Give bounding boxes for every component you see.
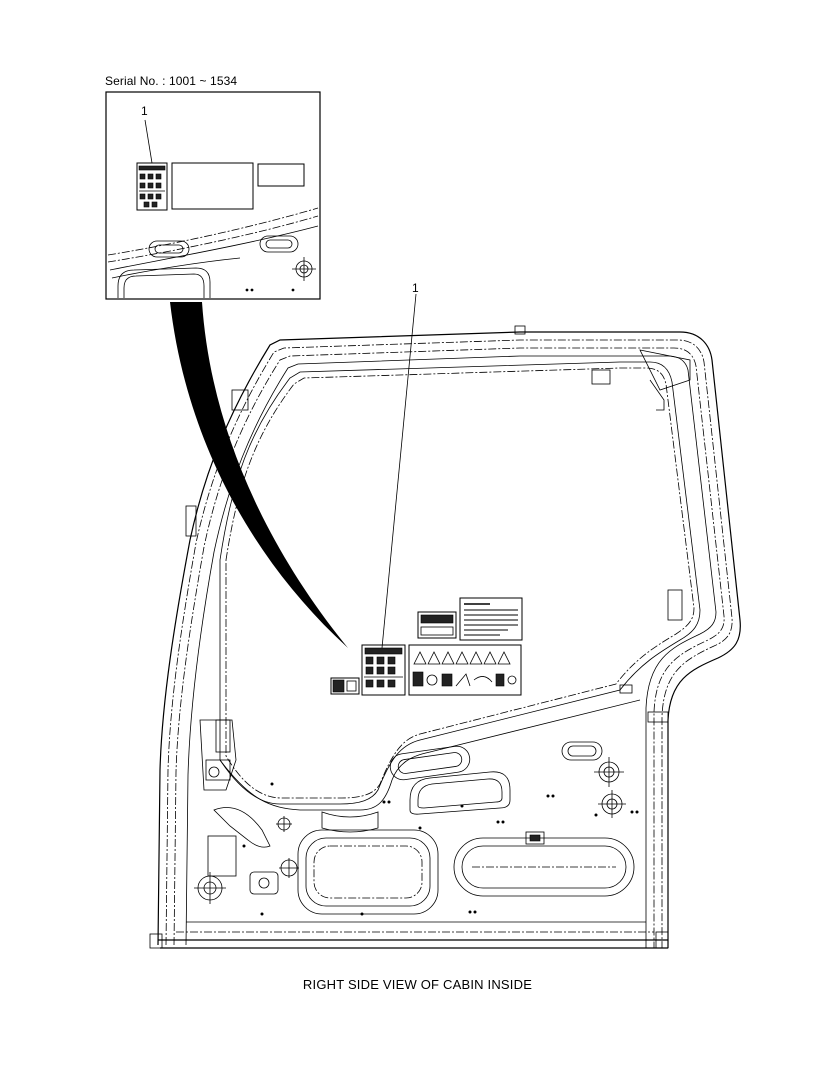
detail-pointer-wedge <box>170 302 348 648</box>
inset-label-sticker <box>136 162 168 211</box>
main-leader-line <box>381 293 417 649</box>
view-caption: RIGHT SIDE VIEW OF CABIN INSIDE <box>302 977 533 992</box>
inset-detail-view <box>105 91 321 300</box>
label-item-1 <box>361 644 406 696</box>
inset-leader-line <box>144 119 153 164</box>
rivet-dots <box>242 782 639 916</box>
inset-frame <box>105 91 321 300</box>
label-text-notice <box>459 597 523 641</box>
serial-number-label: Serial No. : 1001 ~ 1534 <box>105 74 238 88</box>
cabin-main-view <box>149 293 741 949</box>
left-fixture <box>194 719 279 904</box>
warning-label-group <box>330 597 523 696</box>
panel-slots <box>297 741 635 915</box>
lower-panel <box>149 921 669 949</box>
mount-symbols <box>208 757 626 878</box>
inset-mount-symbol <box>292 257 316 281</box>
label-warning-pictograms <box>408 644 522 696</box>
inset-label-small <box>257 163 305 187</box>
inset-callout-number: 1 <box>141 104 148 118</box>
inset-label-large <box>171 162 254 210</box>
window-opening <box>219 361 701 805</box>
main-callout-number: 1 <box>412 281 419 295</box>
cabin-frame-outline <box>157 331 741 948</box>
